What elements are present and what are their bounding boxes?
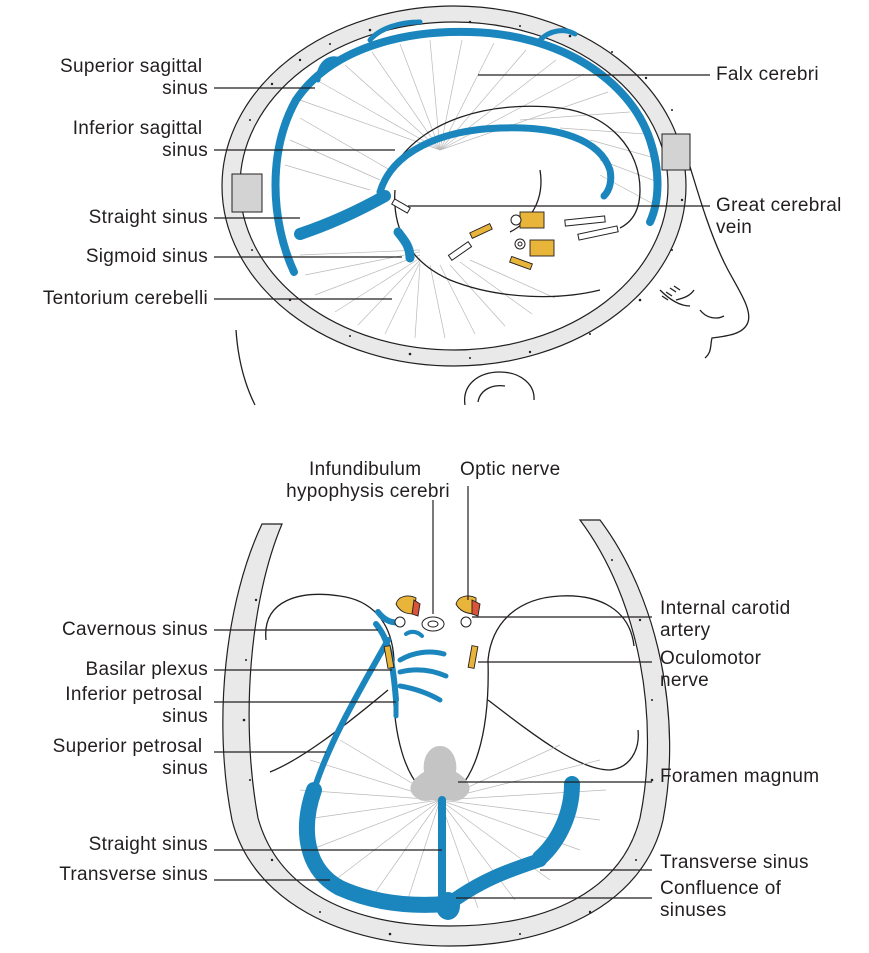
label-tentorium-cerebelli: Tentorium cerebelli: [43, 288, 208, 309]
label-optic-nerve: Optic nerve: [460, 459, 560, 480]
label-great-cerebral-vein: Great cerebral vein: [716, 195, 847, 238]
superior-petrosal-sinus: [314, 640, 388, 790]
cranial-base-view: Infundibulum hypophysis cerebri Optic ne…: [53, 459, 820, 946]
label-transverse-sinus-right: Transverse sinus: [660, 852, 809, 873]
label-straight-sinus-base: Straight sinus: [89, 834, 208, 855]
transverse-sinus-right: [446, 860, 540, 906]
label-inferior-petrosal-sinus: Inferior petrosal sinus: [65, 684, 208, 727]
foramen-magnum: [410, 746, 469, 801]
face-profile: [688, 160, 749, 358]
label-oculomotor-nerve: Oculomotor nerve: [660, 648, 767, 691]
right-middle-fossa: [488, 596, 634, 660]
label-basilar-plexus: Basilar plexus: [86, 659, 208, 680]
label-cavernous-sinus: Cavernous sinus: [62, 619, 208, 640]
transverse-sinus-left: [307, 790, 446, 905]
eye: [660, 286, 694, 306]
label-infundibulum: Infundibulum hypophysis cerebri: [286, 459, 450, 502]
label-foramen-magnum: Foramen magnum: [660, 766, 819, 787]
transverse-sinus-right-faded: [540, 784, 572, 858]
bottom-leaders: [214, 486, 652, 898]
label-confluence-of-sinuses: Confluence of sinuses: [660, 878, 787, 921]
label-straight-sinus-top: Straight sinus: [89, 207, 208, 228]
label-superior-petrosal-sinus: Superior petrosal sinus: [53, 736, 208, 779]
label-internal-carotid-artery: Internal carotid artery: [660, 598, 796, 641]
bottom-labels: Infundibulum hypophysis cerebri Optic ne…: [53, 459, 820, 921]
confluence-of-sinuses: [436, 892, 460, 920]
head-outline: [236, 330, 255, 405]
label-inferior-sagittal-sinus: Inferior sagittal sinus: [73, 118, 208, 161]
nostril: [700, 310, 724, 318]
ear: [465, 372, 534, 405]
anterior-structures: [384, 596, 480, 668]
label-sigmoid-sinus: Sigmoid sinus: [86, 246, 208, 267]
label-transverse-sinus-left: Transverse sinus: [59, 864, 208, 885]
sagittal-view: Superior sagittal sinus Inferior sagitta…: [43, 6, 847, 405]
label-superior-sagittal-sinus: Superior sagittal sinus: [60, 56, 208, 99]
label-falx-cerebri: Falx cerebri: [716, 64, 819, 85]
skull-wall: [223, 520, 670, 946]
